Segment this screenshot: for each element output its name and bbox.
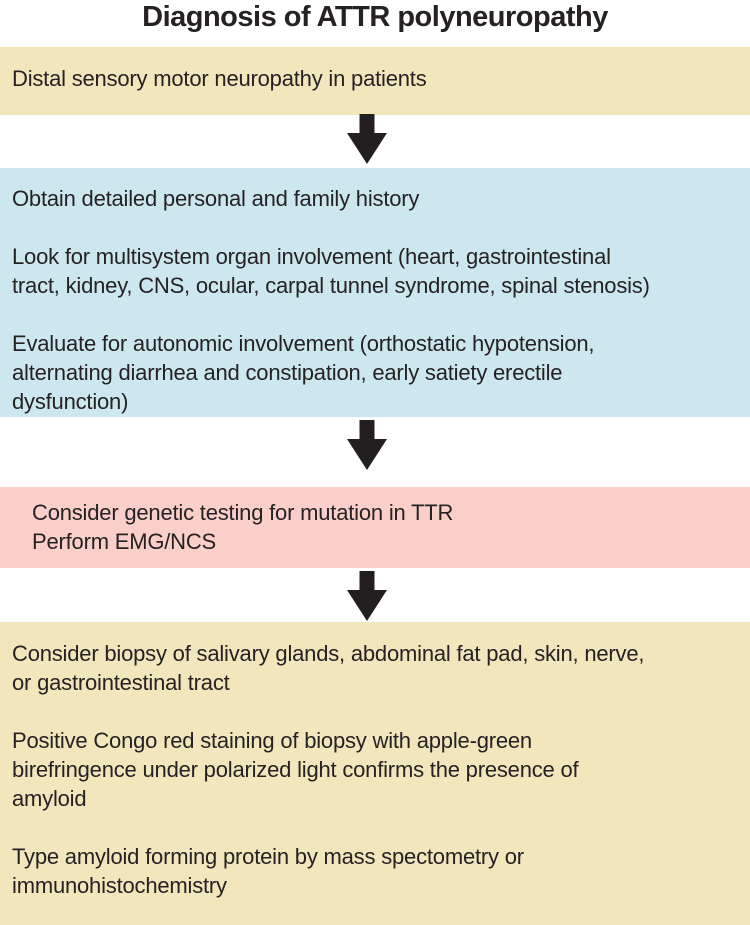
box-text-line: Look for multisystem organ involvement (… — [12, 244, 611, 269]
box-text-line: Evaluate for autonomic involvement (orth… — [12, 331, 595, 356]
box-paragraph: Consider biopsy of salivary glands, abdo… — [12, 639, 740, 697]
box-paragraph: Obtain detailed personal and family hist… — [12, 184, 740, 213]
flow-box-genetic-testing: Consider genetic testing for mutation in… — [0, 487, 750, 568]
down-arrow-icon — [347, 571, 387, 621]
box-text-line: Consider biopsy of salivary glands, abdo… — [12, 641, 645, 666]
box-text-line: immunohistochemistry — [12, 873, 227, 898]
box-text-line: Perform EMG/NCS — [32, 529, 217, 554]
down-arrow-shape — [347, 571, 387, 621]
down-arrow-shape — [347, 420, 387, 470]
box-text-line: Obtain detailed personal and family hist… — [12, 186, 420, 211]
box-text-line: birefringence under polarized light conf… — [12, 757, 579, 782]
box-text-line: Type amyloid forming protein by mass spe… — [12, 844, 524, 869]
box-paragraph: Type amyloid forming protein by mass spe… — [12, 842, 740, 900]
flow-box-presentation: Distal sensory motor neuropathy in patie… — [0, 47, 750, 115]
box-text-line: dysfunction) — [12, 389, 129, 414]
down-arrow-icon — [347, 114, 387, 164]
box-paragraph: Look for multisystem organ involvement (… — [12, 242, 740, 300]
box-text-line: alternating diarrhea and constipation, e… — [12, 360, 563, 385]
box-text-line: or gastrointestinal tract — [12, 670, 230, 695]
box-paragraph: Consider genetic testing for mutation in… — [32, 498, 740, 556]
box-text-line: Consider genetic testing for mutation in… — [32, 500, 454, 525]
page-title: Diagnosis of ATTR polyneuropathy — [142, 1, 608, 33]
box-paragraph: Positive Congo red staining of biopsy wi… — [12, 726, 740, 813]
flow-box-biopsy-confirmation: Consider biopsy of salivary glands, abdo… — [0, 622, 750, 925]
box-text-line: Positive Congo red staining of biopsy wi… — [12, 728, 532, 753]
box-text-line: amyloid — [12, 786, 87, 811]
box-text-line: tract, kidney, CNS, ocular, carpal tunne… — [12, 273, 650, 298]
box-paragraph: Evaluate for autonomic involvement (orth… — [12, 329, 740, 416]
box-text-line: Distal sensory motor neuropathy in patie… — [12, 66, 427, 91]
flow-box-history-evaluation: Obtain detailed personal and family hist… — [0, 168, 750, 417]
box-paragraph: Distal sensory motor neuropathy in patie… — [12, 64, 740, 93]
down-arrow-shape — [347, 114, 387, 164]
down-arrow-icon — [347, 420, 387, 470]
